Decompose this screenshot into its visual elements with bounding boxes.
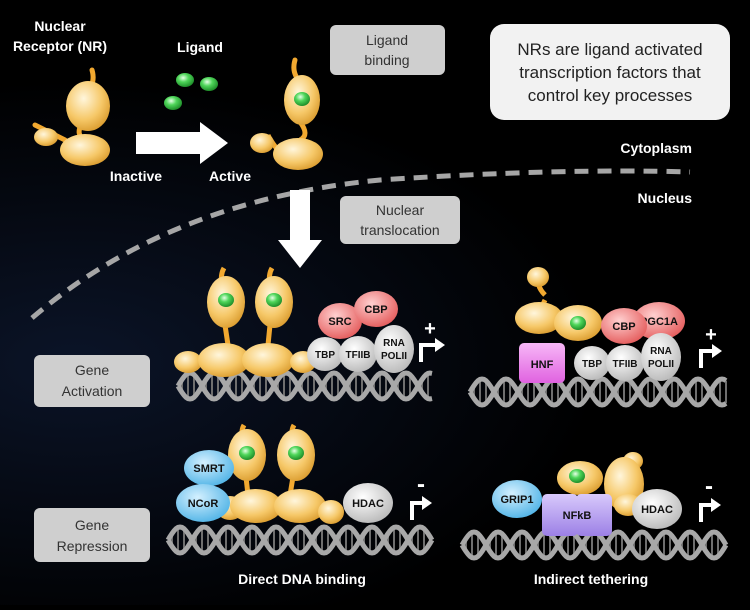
svg-text:Gene: Gene: [75, 362, 109, 378]
svg-text:POLII: POLII: [381, 351, 407, 362]
svg-text:TFIIB: TFIIB: [346, 350, 371, 361]
nfkb-label: NFkB: [563, 510, 592, 522]
svg-text:NCoR: NCoR: [188, 498, 219, 510]
svg-text:binding: binding: [364, 52, 409, 68]
svg-text:TFIIB: TFIIB: [613, 359, 638, 370]
indirect-tethering-complex: GRIP1 NFkB HDAC -: [492, 452, 721, 536]
svg-text:HDAC: HDAC: [641, 504, 673, 516]
svg-text:RNA: RNA: [383, 338, 405, 349]
direct-dna-binding-label: Direct DNA binding: [238, 571, 366, 587]
svg-text:SMRT: SMRT: [193, 463, 224, 475]
svg-text:GRIP1: GRIP1: [500, 494, 533, 506]
svg-text:-: -: [705, 473, 713, 500]
svg-text:transcription factors that: transcription factors that: [519, 63, 701, 82]
svg-text:TBP: TBP: [582, 359, 602, 370]
cytoplasm-label: Cytoplasm: [620, 140, 692, 156]
direct-repression-complex: SMRT NCoR HDAC -: [176, 423, 432, 524]
svg-text:Ligand: Ligand: [366, 32, 408, 48]
svg-text:translocation: translocation: [360, 222, 439, 238]
svg-text:Activation: Activation: [62, 383, 123, 399]
nuclear-receptor-label-line1: Nuclear: [34, 18, 86, 34]
src-label: SRC: [328, 316, 351, 328]
cbp-label: CBP: [364, 304, 387, 316]
svg-text:TBP: TBP: [315, 350, 335, 361]
dna-activation-direct: [175, 370, 433, 402]
svg-text:HDAC: HDAC: [352, 498, 384, 510]
dna-activation-indirect: [467, 376, 728, 408]
svg-text:-: -: [417, 471, 425, 498]
indirect-activation-complex: PGC1A CBP HNF TBP TFIIB RNA POLII +: [515, 267, 722, 383]
svg-text:Gene: Gene: [75, 517, 109, 533]
activation-arrow: [136, 122, 228, 164]
svg-text:RNA: RNA: [650, 346, 672, 357]
svg-text:NRs are ligand activated: NRs are ligand activated: [517, 40, 702, 59]
nucleus-label: Nucleus: [638, 190, 693, 206]
svg-text:CBP: CBP: [612, 321, 635, 333]
inactive-receptor: [32, 67, 110, 166]
inactive-label: Inactive: [110, 168, 162, 184]
hnf-label: HNF: [531, 359, 554, 371]
svg-text:Nuclear: Nuclear: [376, 202, 425, 218]
nuclear-membrane: [30, 168, 691, 320]
activation-plus-sign: +: [424, 318, 436, 340]
active-label: Active: [209, 168, 251, 184]
direct-activation-complex: SRC CBP TBP TFIIB RNA POLII +: [174, 266, 445, 377]
gene-repression-box: Gene Repression: [34, 508, 150, 562]
ligand-binding-box: Ligand binding: [330, 25, 445, 75]
svg-text:control key processes: control key processes: [528, 86, 692, 105]
nuclear-receptor-label-line2: Receptor (NR): [13, 38, 107, 54]
dna-repression-direct: [165, 524, 435, 556]
active-receptor: [250, 57, 323, 170]
ligand-label: Ligand: [177, 39, 223, 55]
svg-text:POLII: POLII: [648, 359, 674, 370]
svg-text:+: +: [705, 324, 717, 346]
translocation-arrow: [278, 190, 322, 268]
indirect-tethering-label: Indirect tethering: [534, 571, 648, 587]
nuclear-translocation-box: Nuclear translocation: [340, 196, 460, 244]
free-ligands: [164, 73, 218, 110]
svg-text:Repression: Repression: [57, 538, 128, 554]
svg-text:PGC1A: PGC1A: [640, 316, 678, 328]
gene-activation-box: Gene Activation: [34, 355, 150, 407]
info-box: NRs are ligand activated transcription f…: [490, 24, 730, 120]
